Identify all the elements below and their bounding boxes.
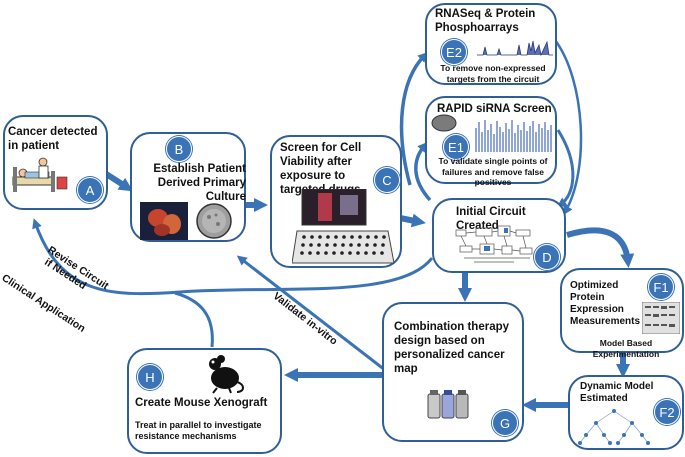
node-g: Combination therapy design based on pers… [382, 302, 524, 442]
badge-c: C [374, 167, 400, 193]
node-h-title: Create Mouse Xenograft [135, 397, 268, 409]
node-e2: RNASeq & Protein Phosphoarrays E2 To rem… [425, 3, 557, 85]
node-f1-title: Optimized Protein Expression Measurement… [570, 280, 641, 327]
arrow-c-to-d [399, 213, 426, 228]
arrow-g-to-b [236, 255, 386, 372]
badge-e2: E2 [441, 39, 467, 65]
node-e1-title: RAPID siRNA Screen [437, 103, 552, 115]
node-d: Initial Circuit Created D [432, 198, 566, 273]
well-plate-illustration [292, 189, 395, 264]
node-b-title: Establish Patient Derived Primary Cultur… [153, 163, 246, 203]
arrow-d-to-a [32, 218, 434, 296]
node-d-title: Initial Circuit Created [456, 206, 526, 232]
badge-h: H [137, 364, 163, 390]
node-e1: RAPID siRNA Screen E1 To validate single… [425, 96, 557, 187]
arrow-h-branch [174, 291, 214, 348]
node-f2-title: Dynamic Model Estimated [580, 381, 654, 404]
arrow-to-e1 [414, 141, 432, 202]
badge-f1: F1 [648, 274, 674, 300]
western-blot-illustration [642, 302, 680, 334]
node-h-subtitle: Treat in parallel to investigate resista… [135, 420, 262, 441]
circuit-illustration [455, 225, 533, 263]
badge-a: A [77, 177, 103, 203]
node-g-title: Combination therapy design based on pers… [394, 321, 510, 375]
arrow-e1-to-d [556, 129, 575, 208]
node-f1: Optimized Protein Expression Measurement… [560, 268, 684, 359]
screen-bars-illustration [475, 120, 552, 152]
node-a-title: Cancer detected in patient [8, 126, 98, 152]
badge-d: D [534, 244, 560, 270]
network-illustration [578, 409, 650, 445]
arrow-e2-to-d [553, 39, 583, 216]
petri-dish-illustration [196, 203, 232, 239]
badge-b: B [166, 136, 192, 162]
arrow-d-to-f1 [566, 227, 635, 268]
cell-blob-illustration [431, 114, 457, 132]
node-e2-subtitle: To remove non-expressed targets from the… [440, 63, 546, 84]
patient-bed-illustration [12, 157, 68, 192]
arrow-to-e2 [399, 52, 428, 186]
sequencing-profile-illustration [477, 40, 553, 57]
node-c: Screen for Cell Viability after exposure… [270, 135, 402, 268]
organ-illustration [140, 202, 188, 240]
badge-e1: E1 [443, 134, 469, 160]
node-f2: Dynamic Model Estimated F2 [568, 375, 684, 450]
badge-f2: F2 [654, 399, 680, 425]
mouse-illustration [209, 355, 244, 394]
drug-vials-illustration [427, 390, 469, 419]
badge-g: G [492, 410, 518, 436]
node-a: Cancer detected in patient A [3, 115, 108, 210]
node-e1-subtitle: To validate single points of failures an… [438, 156, 548, 187]
node-h: H Create Mouse Xenograft Treat in parall… [127, 348, 282, 454]
node-b: B Establish Patient Derived Primary Cult… [130, 132, 246, 242]
node-e2-title: RNASeq & Protein Phosphoarrays [435, 8, 536, 34]
node-f1-subtitle: Model Based Experimentation [592, 338, 660, 359]
